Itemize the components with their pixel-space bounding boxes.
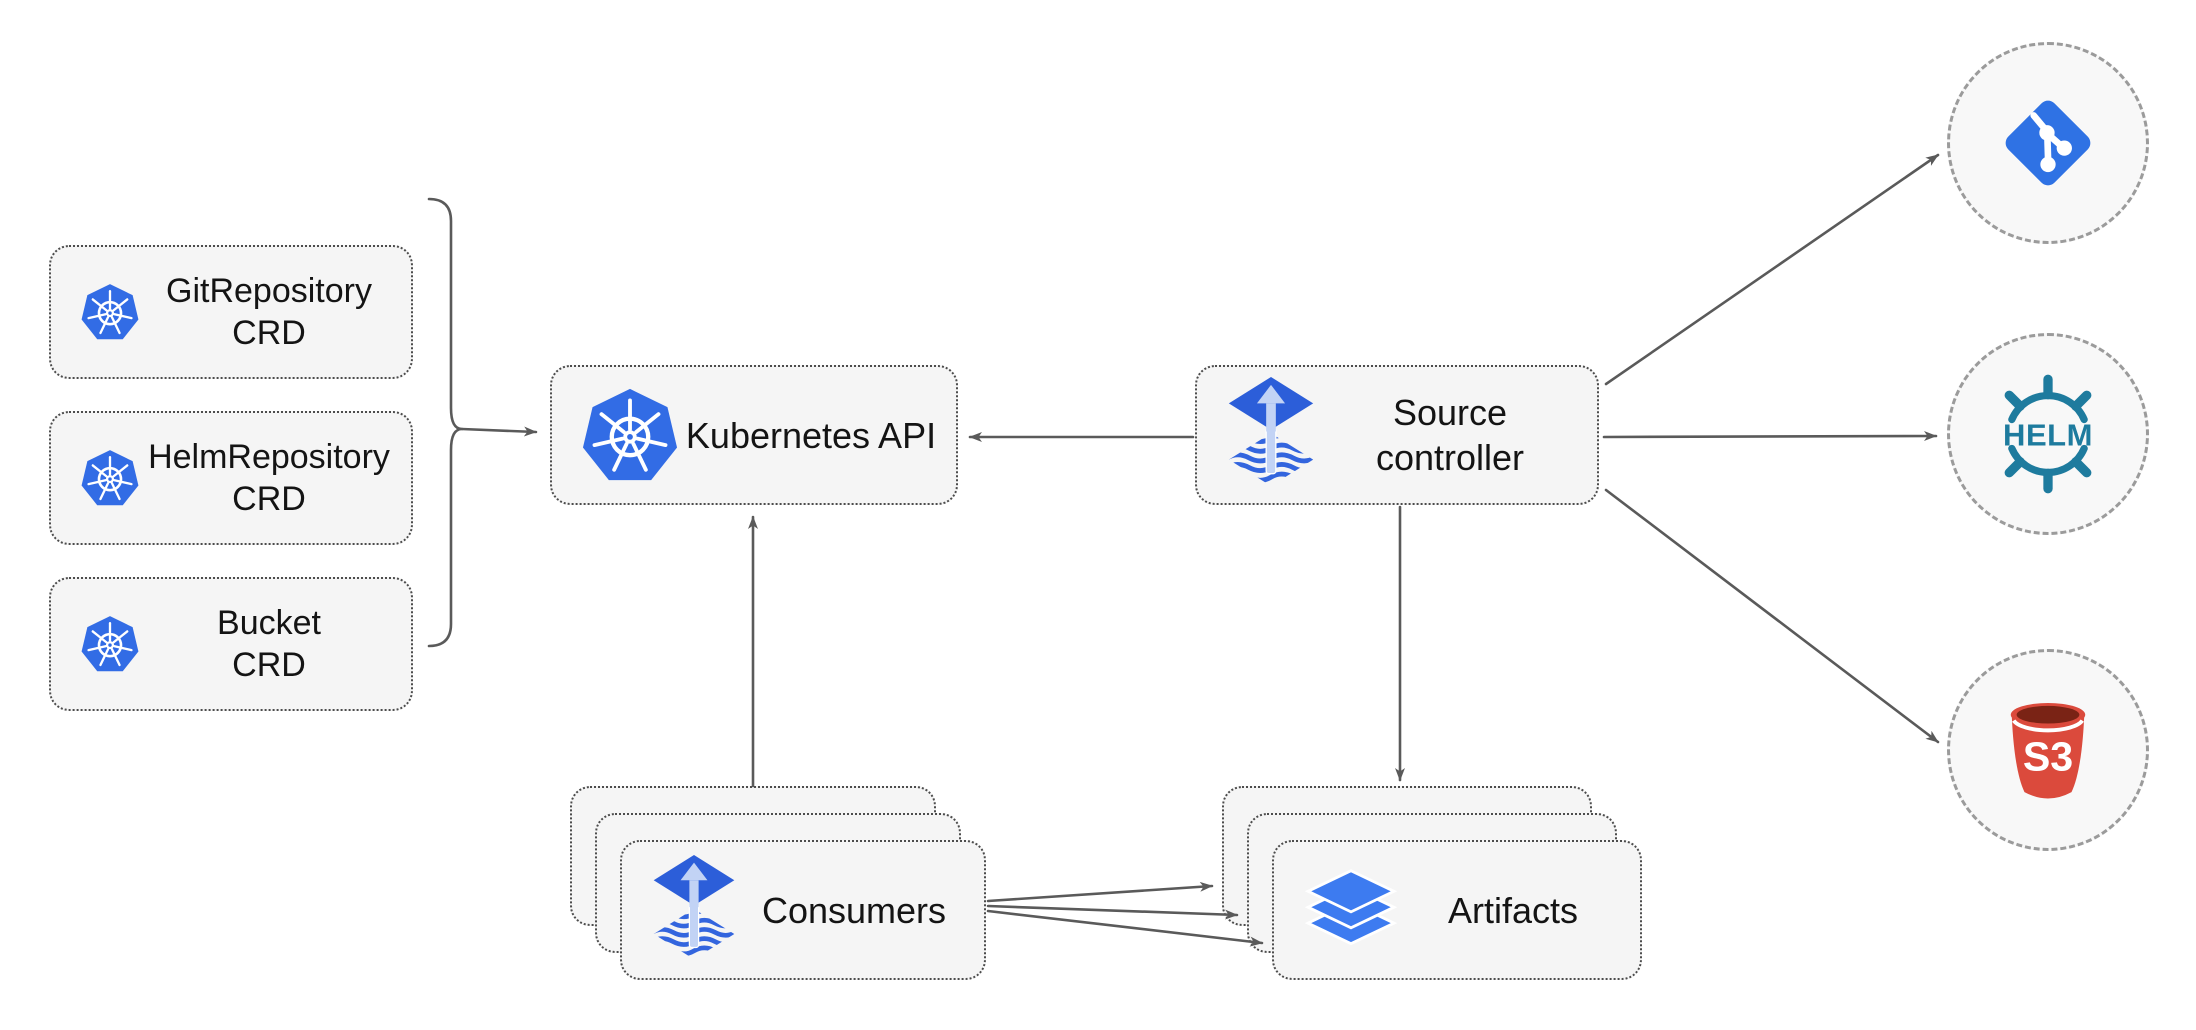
source-controller-line1: Source [1392,392,1508,433]
flux-icon [1227,377,1315,493]
gitrepository-crd-label: GitRepository CRD [139,270,399,355]
kubernetes-icon [81,282,139,342]
crd-label-line1: GitRepository [166,271,372,310]
kubernetes-api-node: Kubernetes API [550,365,958,505]
artifacts-node: Artifacts [1272,840,1642,980]
source-controller-label: Source controller [1315,390,1585,480]
bucket-crd-node: Bucket CRD [49,577,413,711]
crd-label-line2: CRD [232,646,306,684]
consumers-label: Consumers [761,889,947,931]
crd-label-line2: CRD [232,480,306,518]
git-icon [1997,92,2099,194]
kubernetes-icon [582,385,678,485]
crd-group-bracket [427,197,464,648]
helm-source-circle: HELM [1947,333,2149,535]
helm-icon: HELM [2003,374,2093,494]
source-controller-node: Source controller [1195,365,1599,505]
kubernetes-icon [81,614,139,674]
bucket-crd-label: Bucket CRD [139,602,399,687]
crd-label-line1: HelmRepository [148,437,390,476]
arrow-consumers-to-artifacts-1 [986,881,1214,903]
git-source-circle [1947,42,2149,244]
crd-label-line1: Bucket [217,603,321,642]
gitrepository-crd-node: GitRepository CRD [49,245,413,379]
arrow-source-controller-to-s3 [1604,488,1940,744]
artifacts-label: Artifacts [1447,889,1579,931]
arrow-crds-to-kubernetes-api [460,426,538,437]
arrow-source-controller-to-git [1604,153,1940,386]
kubernetes-api-label: Kubernetes API [685,414,937,456]
kubernetes-icon [81,448,139,508]
consumers-node: Consumers [620,840,986,980]
s3-label: S3 [2023,734,2073,780]
source-controller-line2: controller [1375,437,1525,478]
arrow-consumers-to-artifacts-2 [986,904,1239,920]
arrow-source-controller-to-helm [1602,431,1938,442]
s3-source-circle: S3 [1947,649,2149,851]
helmrepository-crd-label: HelmRepository CRD [139,436,399,521]
s3-bucket-icon: S3 [2010,702,2086,799]
helmrepository-crd-node: HelmRepository CRD [49,411,413,545]
crd-label-line2: CRD [232,314,306,352]
helm-label: HELM [2003,417,2093,452]
arrow-consumers-to-artifacts-3 [986,909,1264,947]
artifact-layers-icon [1304,867,1398,953]
flux-icon [652,855,736,966]
